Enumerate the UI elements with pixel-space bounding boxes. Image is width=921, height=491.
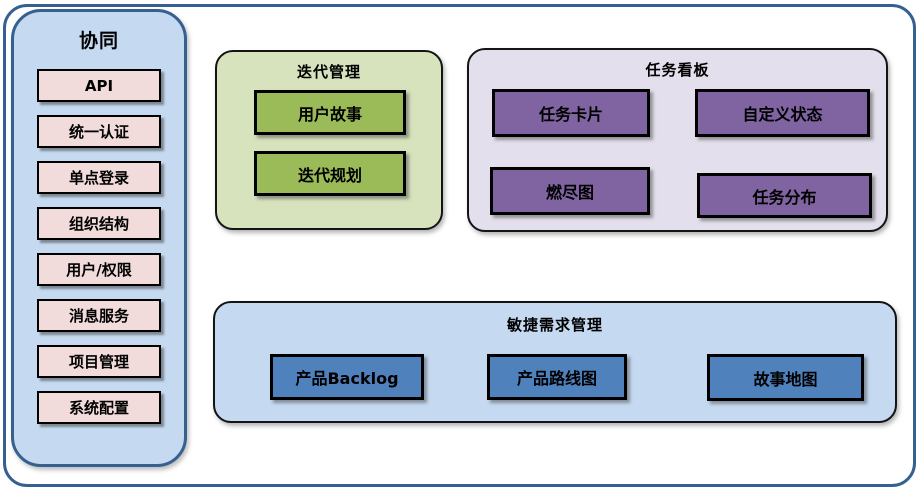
sidebar-item-org-structure: 组织结构 [37, 207, 161, 240]
collaboration-item-list: API 统一认证 单点登录 组织结构 用户/权限 消息服务 项目管理 系统配置 [37, 69, 161, 424]
chip-task-card: 任务卡片 [492, 89, 650, 137]
chip-custom-status: 自定义状态 [695, 89, 870, 137]
sidebar-item-user-permissions: 用户/权限 [37, 253, 161, 286]
chip-iteration-planning: 迭代规划 [254, 151, 406, 196]
sidebar-item-project-management: 项目管理 [37, 345, 161, 378]
task-board-title: 任务看板 [645, 61, 710, 79]
chip-task-distribution: 任务分布 [697, 173, 872, 218]
collaboration-panel-title: 协同 [78, 30, 119, 52]
sidebar-item-system-config: 系统配置 [37, 391, 161, 424]
iteration-management-title: 迭代管理 [296, 63, 361, 81]
iteration-management-group: 迭代管理 用户故事 迭代规划 [215, 50, 443, 230]
sidebar-item-api: API [37, 69, 161, 102]
sidebar-item-sso: 单点登录 [37, 161, 161, 194]
agile-requirements-title: 敏捷需求管理 [506, 316, 603, 334]
chip-burndown-chart: 燃尽图 [490, 167, 650, 215]
agile-requirements-group: 敏捷需求管理 产品Backlog 产品路线图 故事地图 [213, 301, 897, 423]
task-board-group: 任务看板 任务卡片 自定义状态 燃尽图 任务分布 [467, 48, 888, 232]
sidebar-item-message-service: 消息服务 [37, 299, 161, 332]
sidebar-item-unified-auth: 统一认证 [37, 115, 161, 148]
chip-product-backlog: 产品Backlog [270, 354, 424, 400]
chip-product-roadmap: 产品路线图 [487, 354, 627, 400]
collaboration-panel: 协同 API 统一认证 单点登录 组织结构 用户/权限 消息服务 项目管理 系统… [11, 9, 187, 467]
chip-story-map: 故事地图 [707, 354, 864, 401]
chip-user-story: 用户故事 [254, 90, 406, 135]
